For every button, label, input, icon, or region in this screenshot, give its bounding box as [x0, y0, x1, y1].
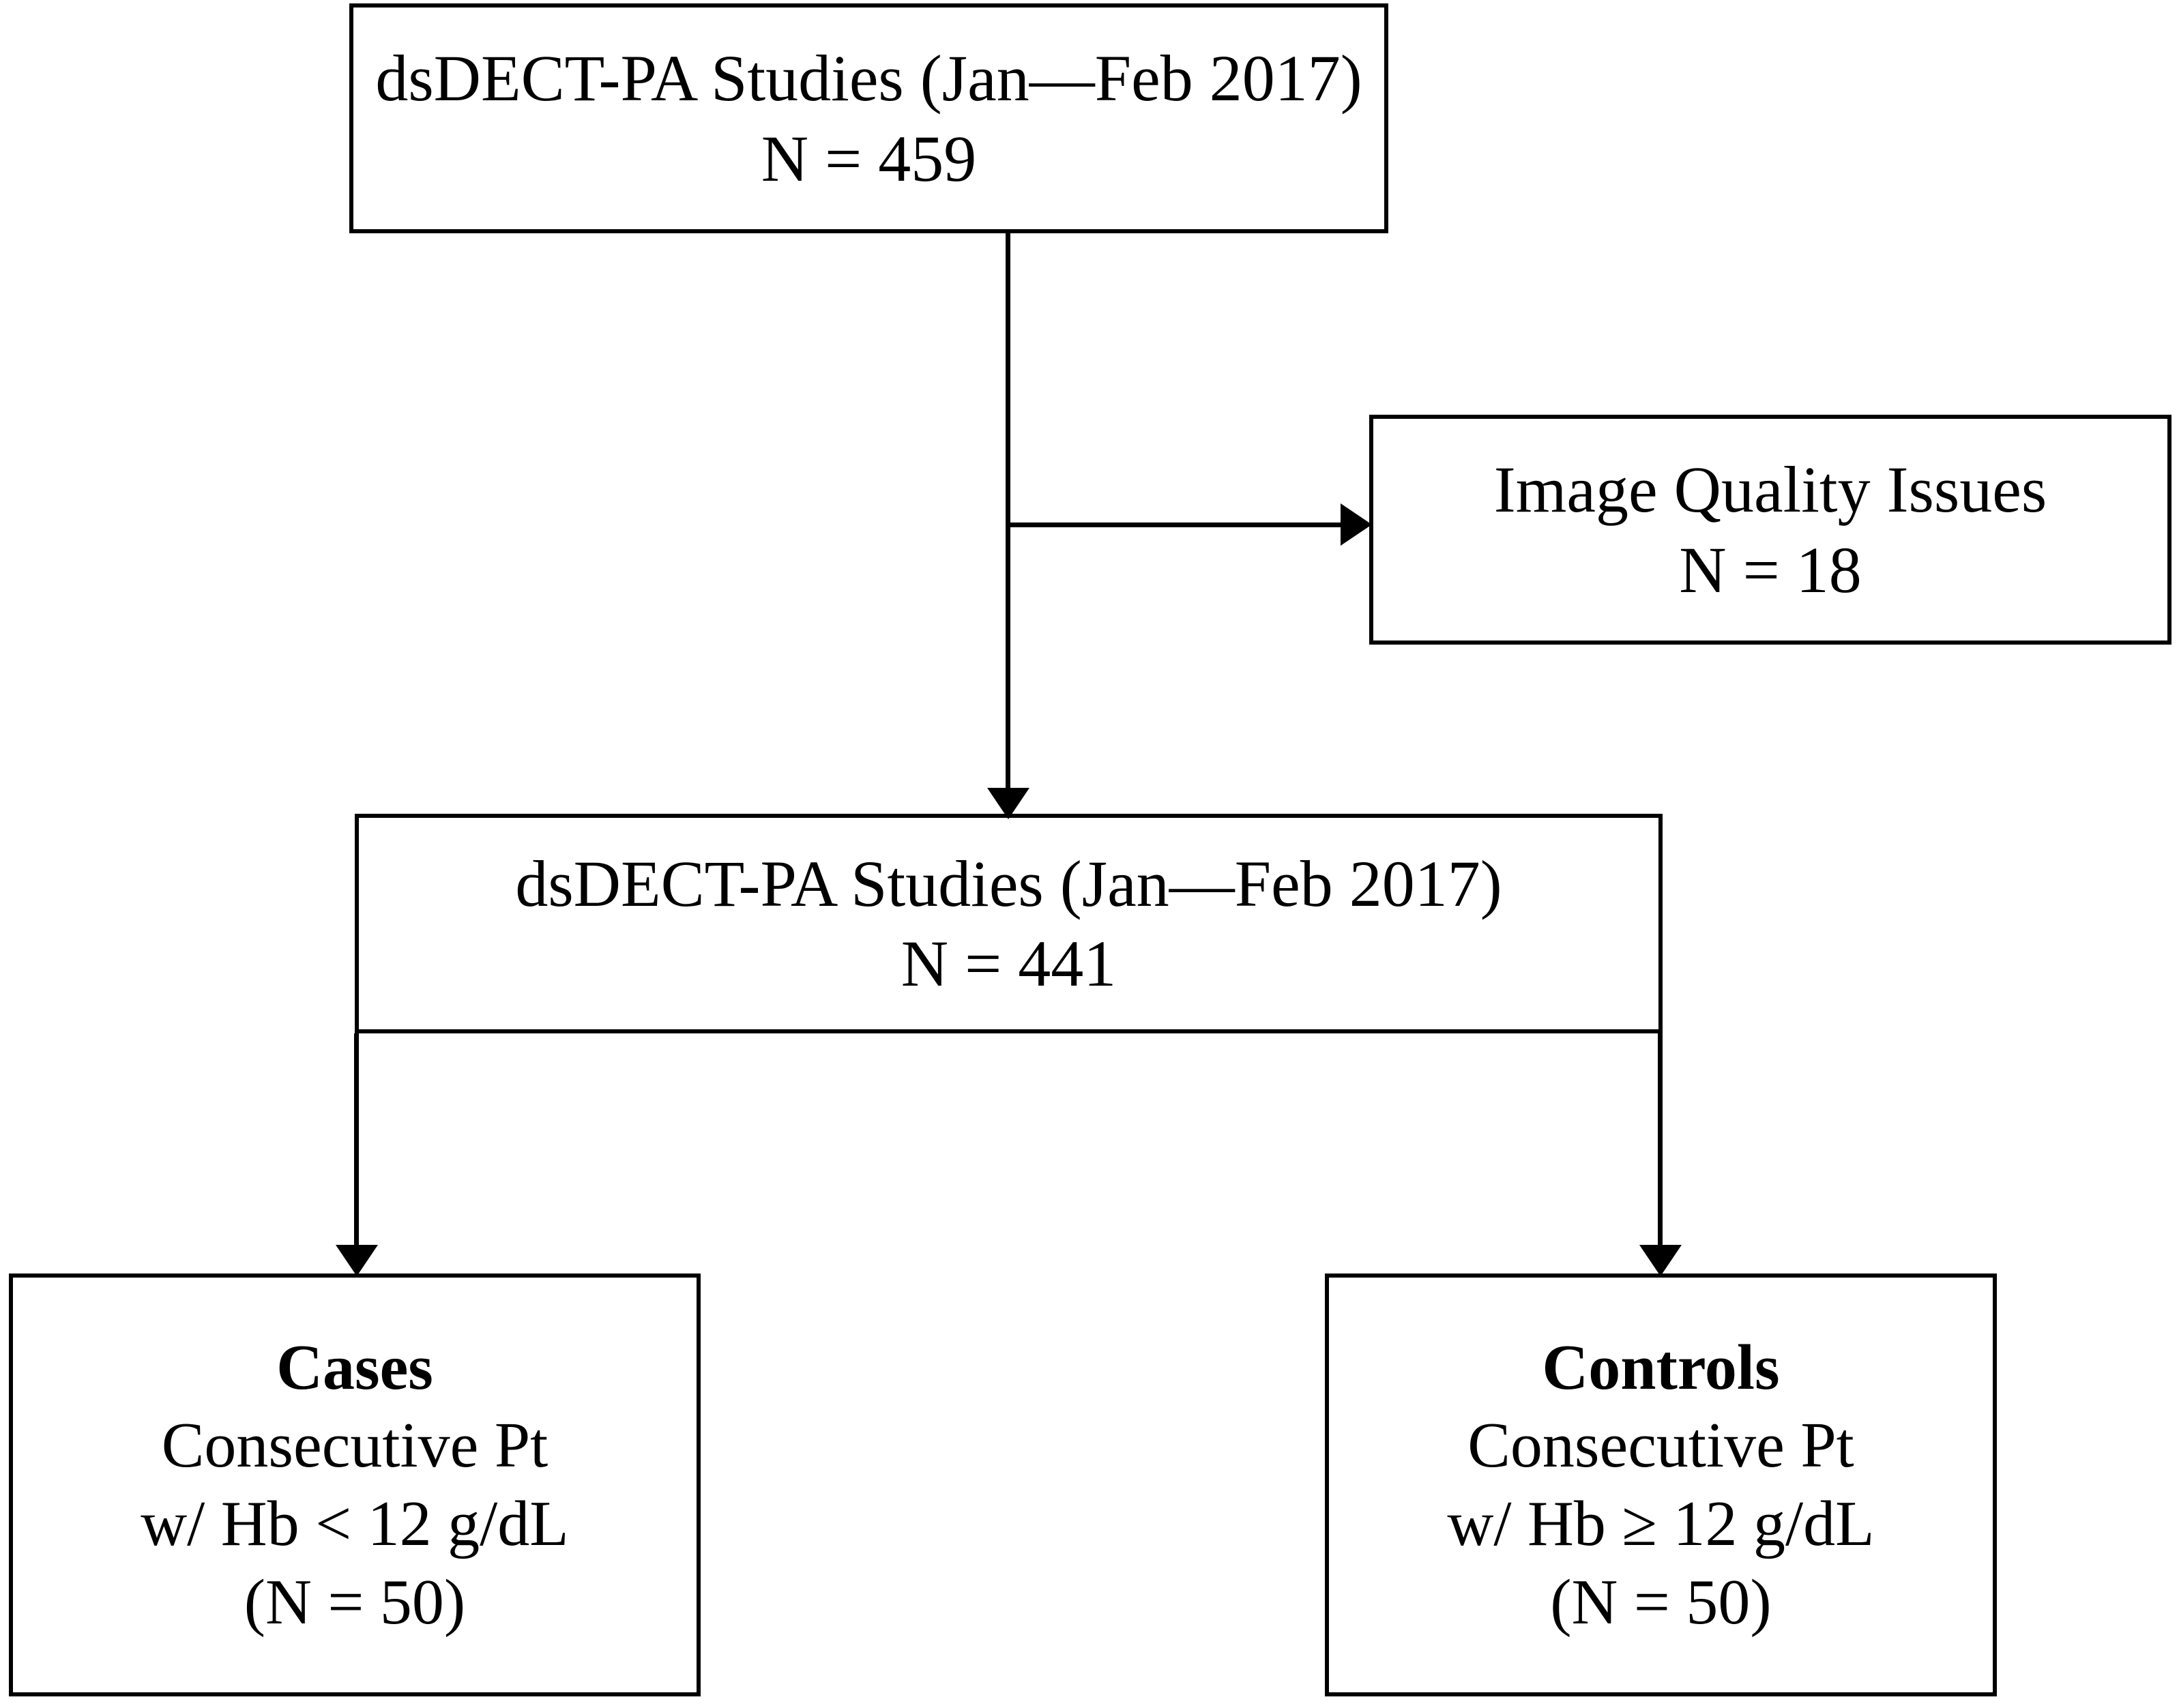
node-eligible-studies-line1: dsDECT-PA Studies (Jan—Feb 2017) — [515, 846, 1502, 920]
connector-eligible-to-controls — [1658, 1033, 1663, 1245]
node-eligible-studies: dsDECT-PA Studies (Jan—Feb 2017) N = 441 — [355, 814, 1663, 1033]
node-image-quality-issues-line1: Image Quality Issues — [1493, 453, 2047, 527]
arrowhead-into-controls — [1639, 1245, 1682, 1276]
node-image-quality-issues: Image Quality Issues N = 18 — [1369, 415, 2171, 645]
node-cases-count: (N = 50) — [244, 1566, 466, 1638]
node-controls-count: (N = 50) — [1550, 1566, 1772, 1638]
node-controls-line1: Consecutive Pt — [1467, 1410, 1854, 1482]
arrowhead-into-eligible-studies — [987, 788, 1029, 819]
node-source-studies: dsDECT-PA Studies (Jan—Feb 2017) N = 459 — [349, 3, 1388, 233]
node-source-studies-count: N = 459 — [761, 121, 977, 195]
node-cases-line2: w/ Hb < 12 g/dL — [141, 1488, 569, 1559]
node-source-studies-line1: dsDECT-PA Studies (Jan—Feb 2017) — [375, 42, 1362, 115]
node-image-quality-issues-count: N = 18 — [1679, 533, 1862, 606]
connector-source-to-image-quality — [1006, 522, 1347, 527]
arrowhead-into-image-quality-issues — [1341, 503, 1372, 546]
connector-eligible-to-cases — [354, 1033, 359, 1245]
node-controls-line2: w/ Hb ≥ 12 g/dL — [1447, 1488, 1875, 1559]
node-eligible-studies-count: N = 441 — [901, 927, 1117, 1000]
node-controls-title: Controls — [1542, 1331, 1780, 1403]
node-cases-line1: Consecutive Pt — [161, 1410, 549, 1482]
node-cases: Cases Consecutive Pt w/ Hb < 12 g/dL (N … — [9, 1273, 701, 1696]
node-cases-title: Cases — [276, 1331, 433, 1403]
connector-source-to-eligible — [1006, 233, 1010, 791]
arrowhead-into-cases — [336, 1245, 378, 1276]
node-controls: Controls Consecutive Pt w/ Hb ≥ 12 g/dL … — [1325, 1273, 1997, 1696]
